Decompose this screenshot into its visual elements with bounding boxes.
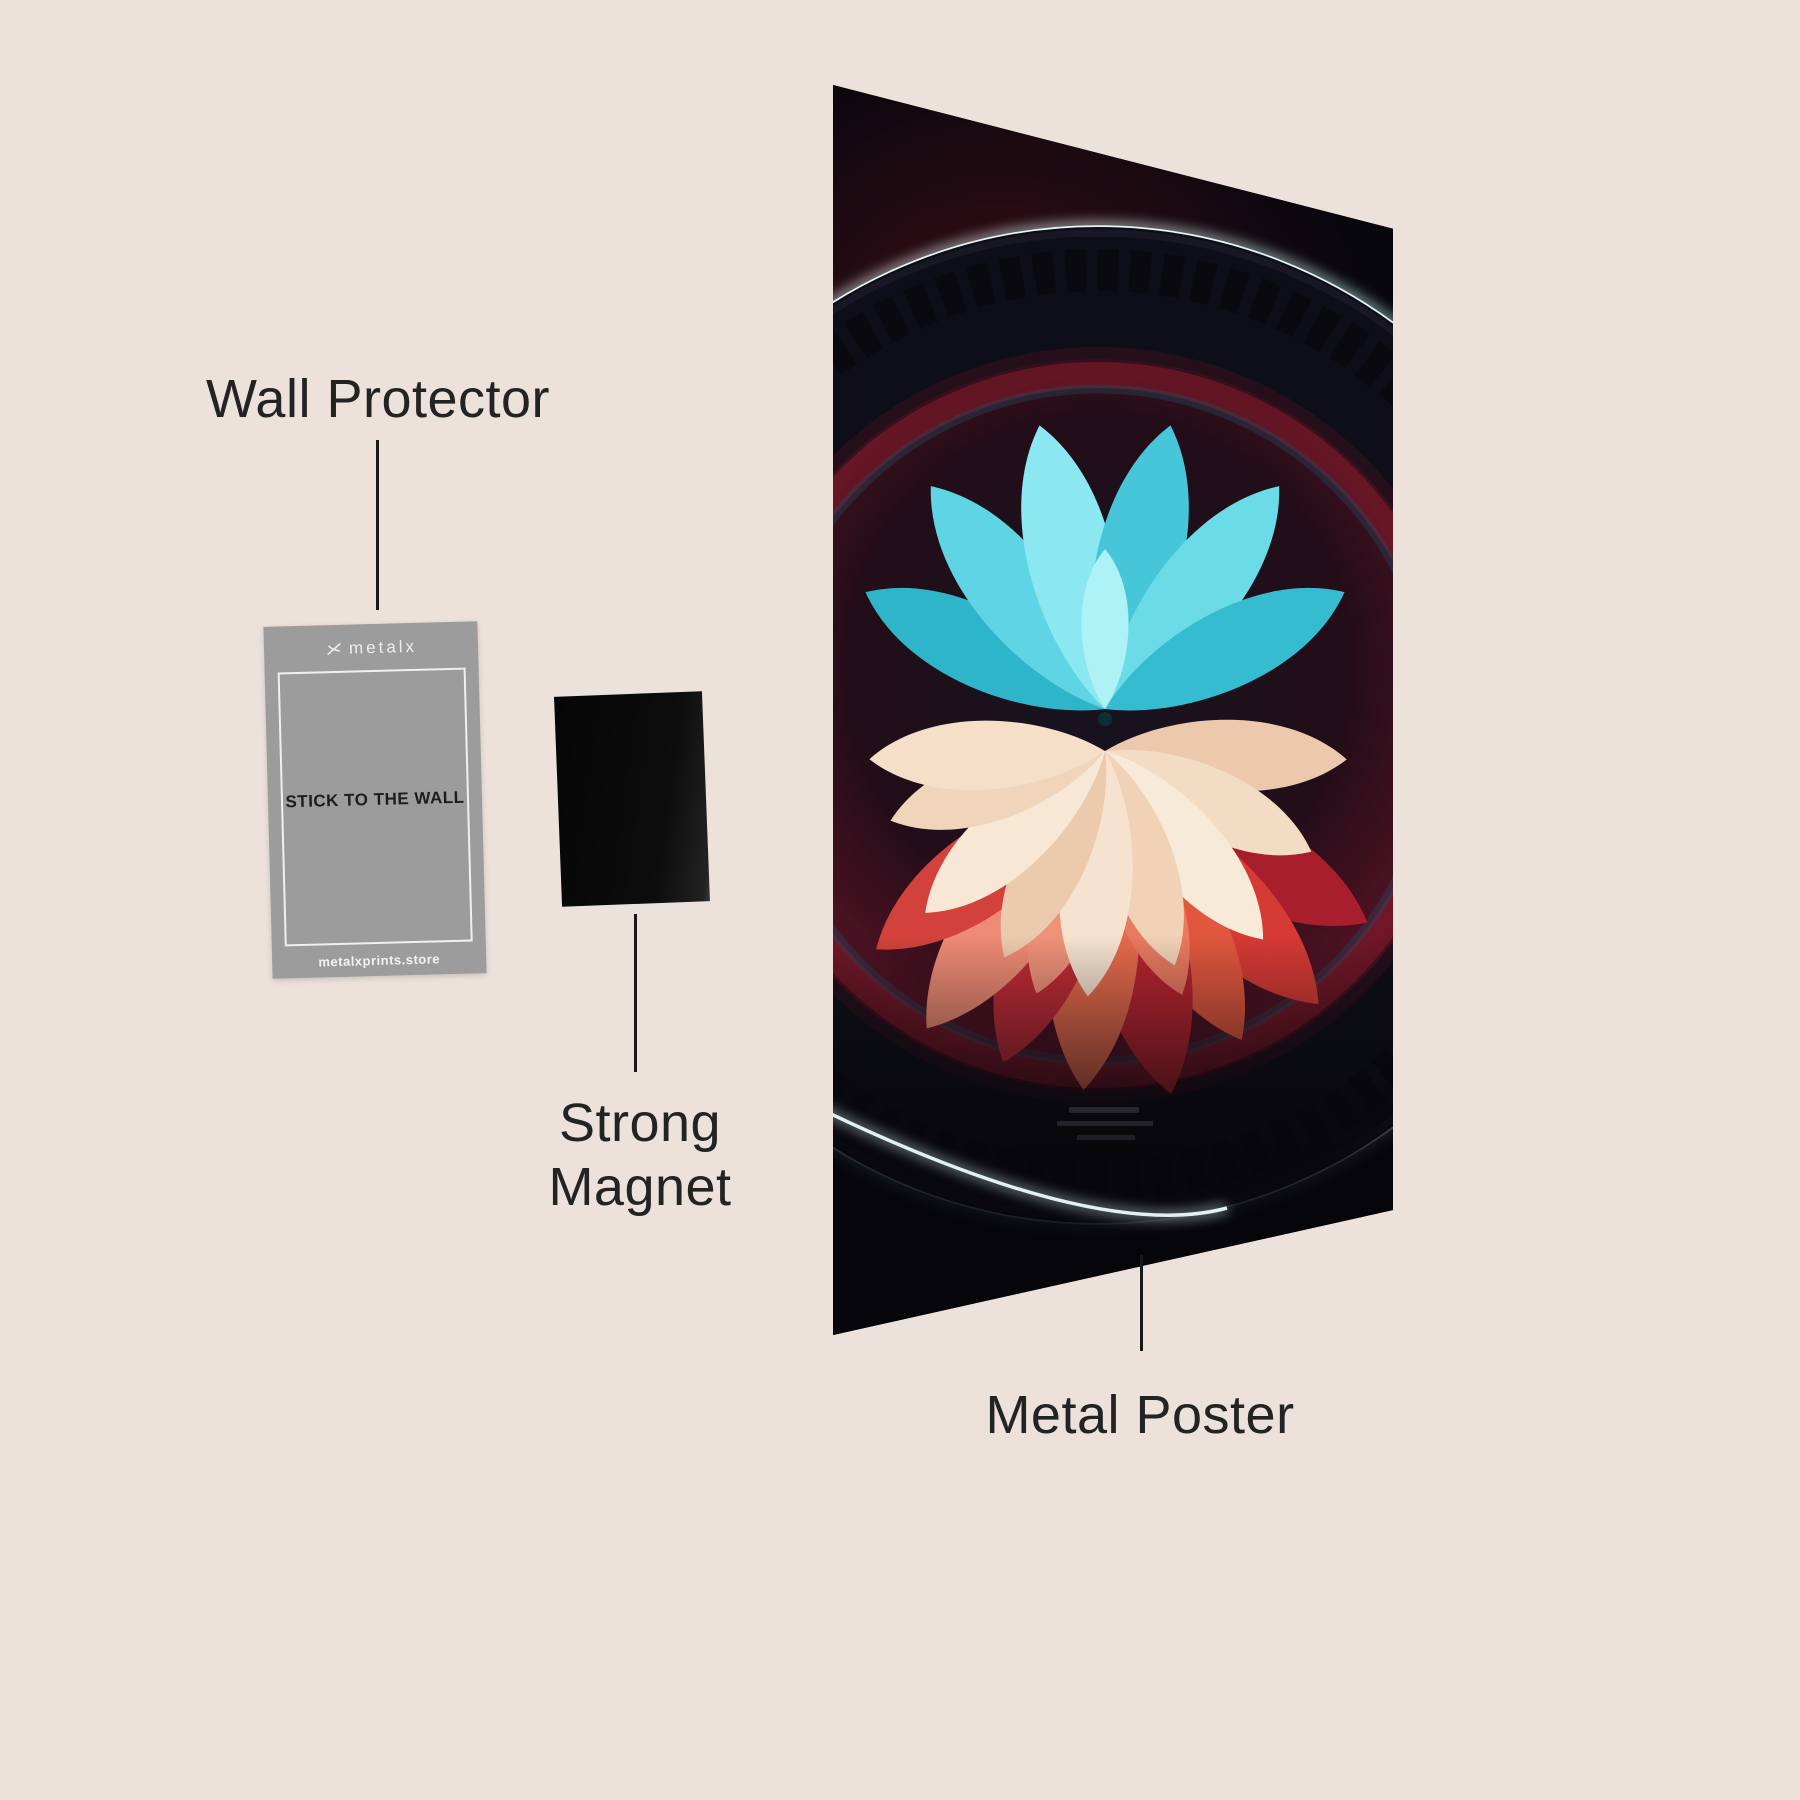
wall-protector-label: Wall Protector <box>205 369 551 429</box>
wall-protector-connector-line <box>376 440 379 610</box>
strong-magnet-label: Strong Magnet <box>440 1092 840 1219</box>
metal-poster-label: Metal Poster <box>985 1385 1295 1445</box>
magnet-square <box>554 691 710 907</box>
metalx-logo-icon <box>327 643 341 655</box>
store-url-text: metalxprints.store <box>318 951 441 970</box>
wall-protector-card: metalx STICK TO THE WALL metalxprints.st… <box>263 621 487 979</box>
strong-magnet-connector-line <box>634 914 637 1072</box>
metalx-brand: metalx <box>264 635 478 661</box>
metalx-brand-text: metalx <box>348 636 418 658</box>
poster-artwork <box>833 85 1393 1335</box>
strong-magnet-label-line2: Magnet <box>548 1156 732 1217</box>
metal-poster-panel <box>833 85 1393 1335</box>
metal-poster-connector-line <box>1140 1255 1143 1351</box>
strong-magnet-label-line1: Strong <box>558 1093 722 1153</box>
